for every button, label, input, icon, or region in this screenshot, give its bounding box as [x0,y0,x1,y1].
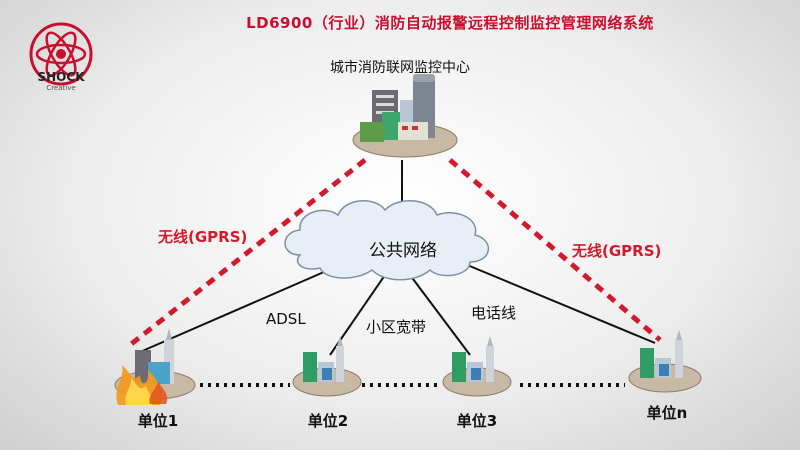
link-label-phone: 电话线 [471,304,517,322]
cloud-icon [284,199,490,281]
logo-subtext: Creative [46,84,76,92]
unit-label-3: 单位3 [456,412,498,430]
phone-line [409,274,471,356]
unit-label-1: 单位1 [137,412,179,430]
logo-text: SHOCK [37,70,85,84]
wireless-line-left [128,158,367,347]
link-label-broadband: 小区宽带 [366,318,427,336]
wireless-label-right: 无线(GPRS) [572,242,662,260]
unit-building-2-icon [292,336,362,397]
cloud-to-unit-n-line [459,261,656,344]
center-label: 城市消防联网监控中心 [330,60,470,76]
wireless-line-right [448,158,662,342]
cloud-label: 公共网络 [369,241,437,261]
building-cluster-icon [352,74,458,158]
adsl-line [139,264,341,353]
atom-logo-icon [29,22,93,86]
unit-building-3-icon [442,336,512,397]
wireless-label-left: 无线(GPRS) [158,228,248,246]
link-label-adsl: ADSL [266,310,306,328]
page-title: LD6900（行业）消防自动报警远程控制监控管理网络系统 [246,14,654,32]
unit-label-n: 单位n [646,404,688,422]
unit-label-2: 单位2 [307,412,349,430]
unit-building-n-icon [628,330,702,393]
fire-icon [116,365,168,405]
